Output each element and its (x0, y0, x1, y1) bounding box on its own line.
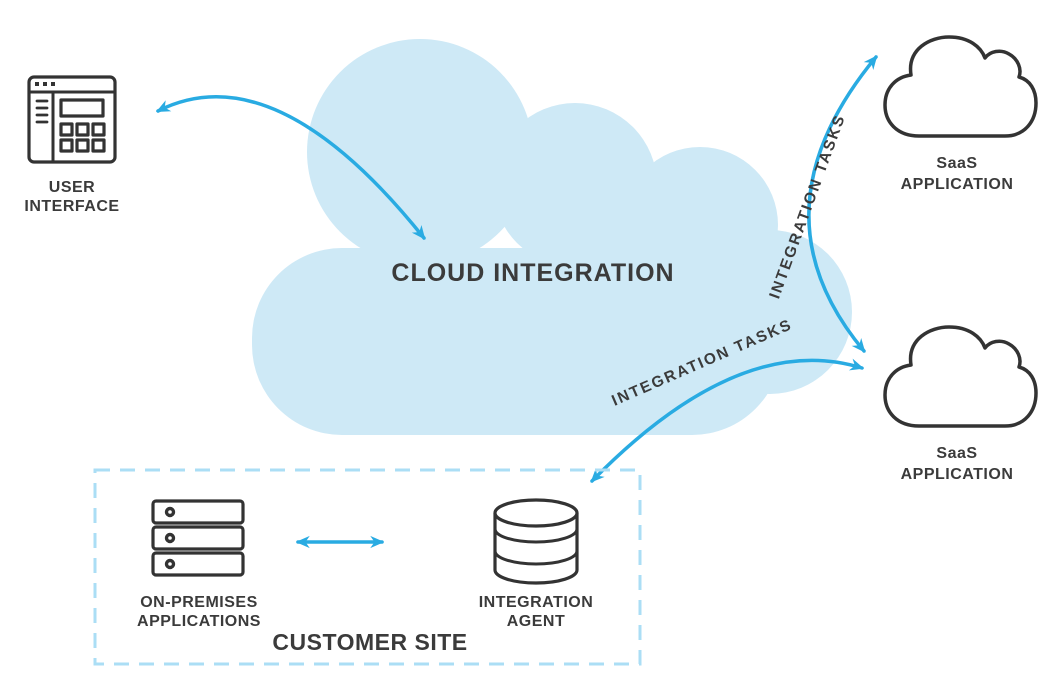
on-premises-label-line2: APPLICATIONS (137, 613, 261, 630)
user-interface-label-line1: USER (49, 179, 95, 196)
saas-top-label-line1: SaaS (936, 155, 977, 172)
saas-cloud-icon-bottom (883, 325, 1038, 428)
cloud-integration-label: CLOUD INTEGRATION (391, 259, 674, 287)
user-interface-label-line2: INTERFACE (24, 198, 119, 215)
on-premises-label-line1: ON-PREMISES (140, 594, 258, 611)
saas-bottom-label-line2: APPLICATION (901, 466, 1014, 483)
integration-agent-label-line1: INTEGRATION (479, 594, 594, 611)
arrow-ui-cloud (156, 95, 426, 240)
cloud-integration-shape (252, 39, 852, 435)
customer-site-label: CUSTOMER SITE (272, 629, 467, 655)
arrow-agent-saas (590, 358, 865, 483)
saas-top-label-line2: APPLICATION (901, 176, 1014, 193)
customer-site-box (93, 468, 642, 666)
user-interface-icon (27, 75, 117, 164)
integration-agent-database-icon (493, 498, 579, 585)
arrow-cloud-saas (807, 55, 878, 353)
saas-bottom-label-line1: SaaS (936, 445, 977, 462)
integration-agent-label-line2: AGENT (507, 613, 566, 630)
saas-cloud-icon-top (883, 35, 1038, 138)
on-premises-servers-icon (151, 499, 245, 577)
